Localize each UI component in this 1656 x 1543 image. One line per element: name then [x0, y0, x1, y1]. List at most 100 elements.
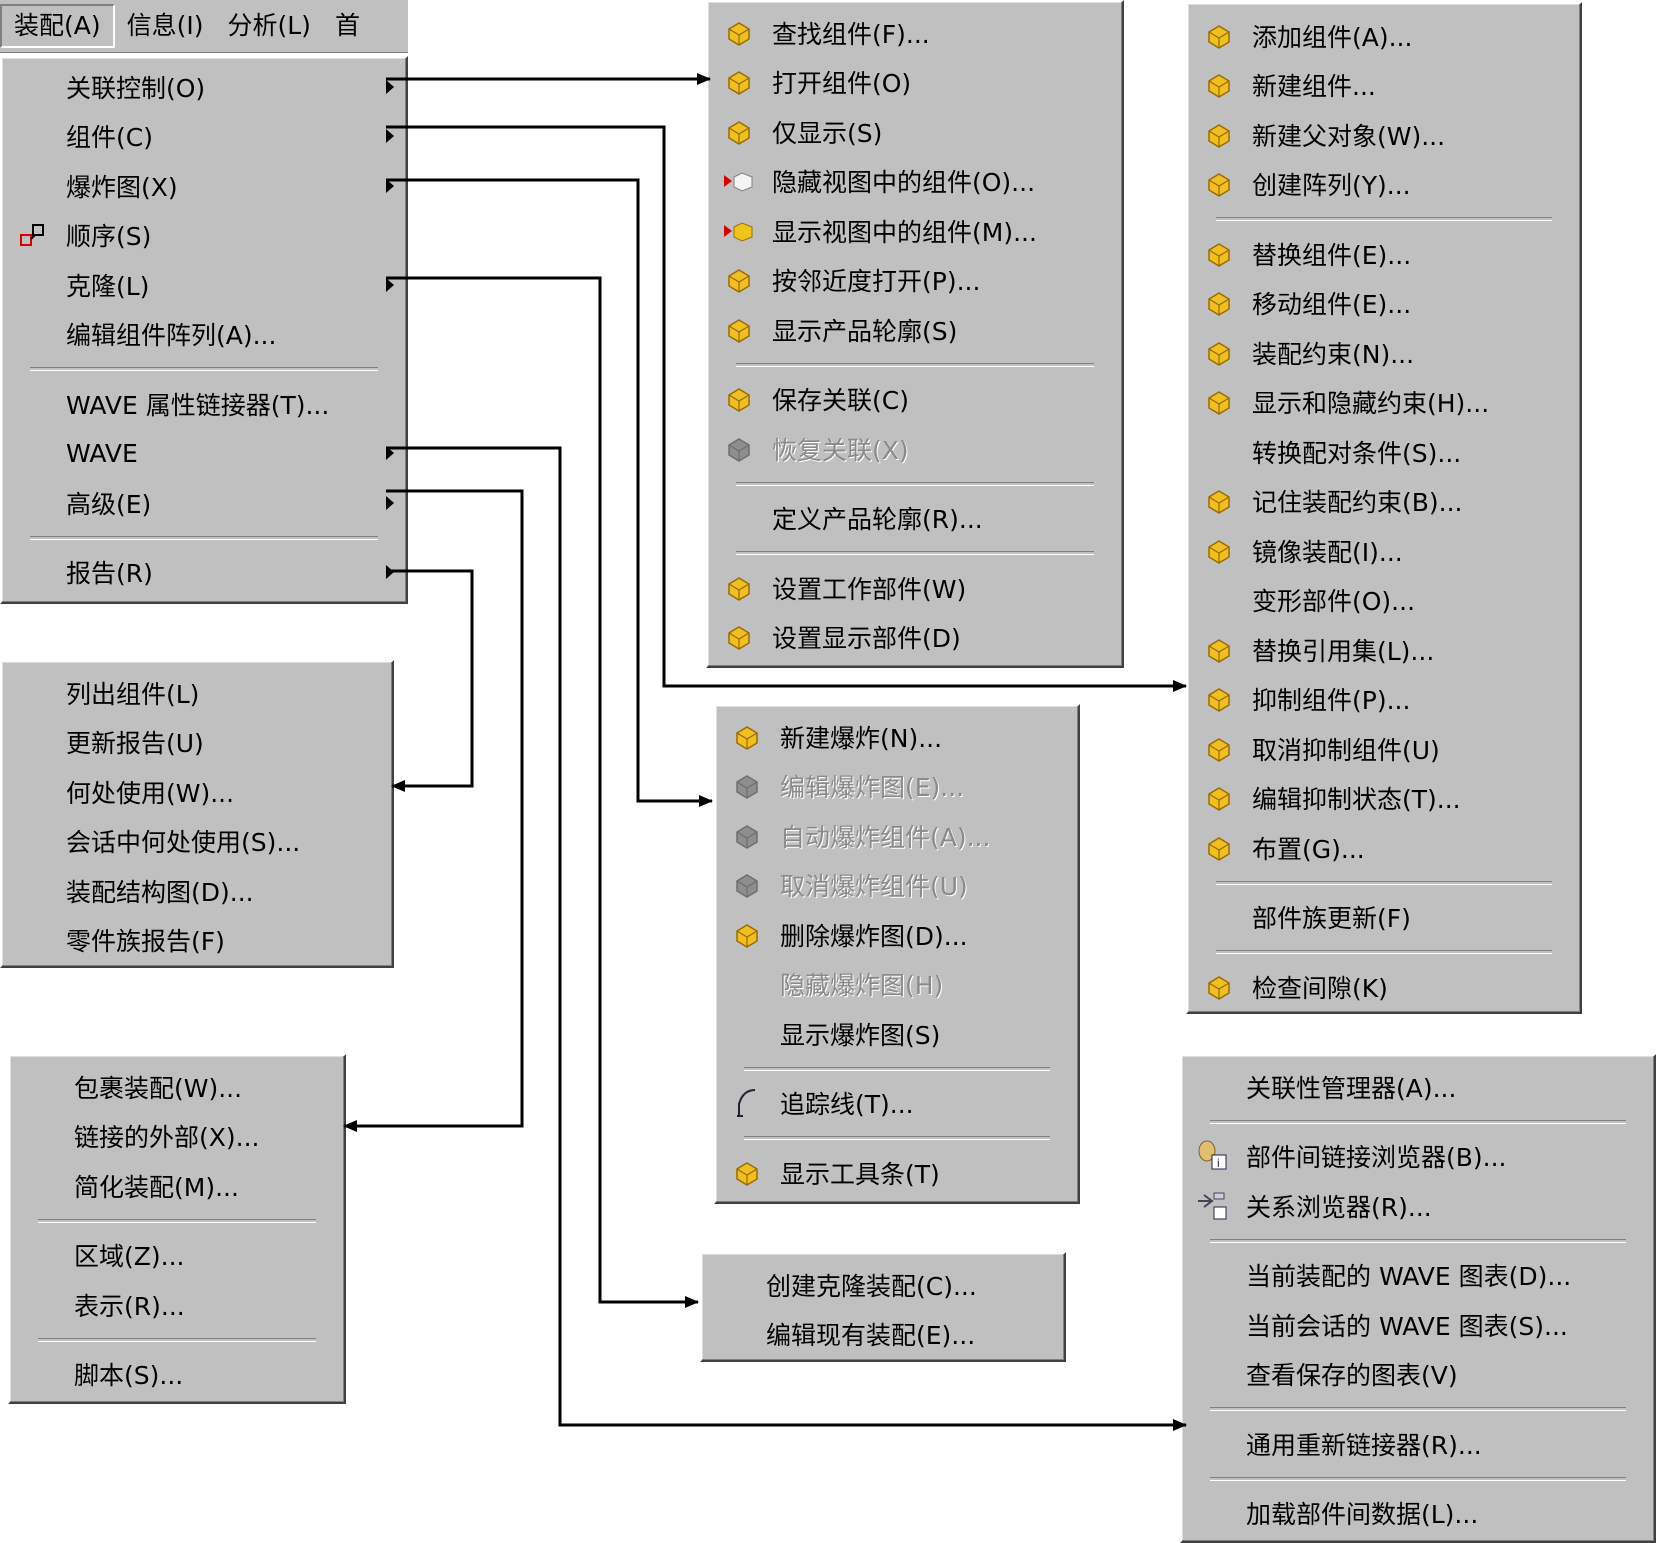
restore-context-icon: [722, 432, 756, 466]
main-menu-item[interactable]: WAVE: [2, 429, 406, 479]
menu-item-label: 会话中何处使用(S)...: [66, 828, 301, 858]
explosion-menu-item[interactable]: 显示工具条(T): [716, 1148, 1078, 1198]
advanced-menu-item[interactable]: 包裹装配(W)...: [10, 1062, 344, 1112]
components-menu-item[interactable]: 新建父对象(W)...: [1188, 110, 1580, 160]
context-menu-item[interactable]: 定义产品轮廓(R)...: [708, 494, 1122, 544]
context-menu-item: 恢复关联(X): [708, 424, 1122, 474]
components-menu-item[interactable]: 布置(G)...: [1188, 823, 1580, 873]
main-menu-item[interactable]: 顺序(S): [2, 211, 406, 261]
wave-menu-item[interactable]: 关系浏览器(R)...: [1182, 1181, 1654, 1231]
main-menu-item[interactable]: 爆炸图(X): [2, 161, 406, 211]
report-menu-item[interactable]: 会话中何处使用(S)...: [2, 817, 392, 867]
main-menu-item[interactable]: 克隆(L): [2, 260, 406, 310]
context-menu-item[interactable]: 仅显示(S): [708, 107, 1122, 157]
menu-item-label: 链接的外部(X)...: [74, 1123, 260, 1153]
arrow-report: [386, 569, 474, 792]
new-explosion-icon: [730, 720, 764, 754]
main-menu-item[interactable]: 高级(E): [2, 478, 406, 528]
menubar-item-analysis[interactable]: 分析(L): [227, 11, 311, 40]
main-menu-item[interactable]: 关联控制(O): [2, 62, 406, 112]
display-part-icon: [722, 620, 756, 654]
components-menu-item[interactable]: 编辑抑制状态(T)...: [1188, 774, 1580, 824]
components-menu-item[interactable]: 替换组件(E)...: [1188, 229, 1580, 279]
components-menu-item[interactable]: 记住装配约束(B)...: [1188, 477, 1580, 527]
advanced-menu-item[interactable]: 链接的外部(X)...: [10, 1112, 344, 1162]
menu-item-label: 脚本(S)...: [74, 1361, 184, 1391]
components-menu-item[interactable]: 移动组件(E)...: [1188, 279, 1580, 329]
advanced-menu-item[interactable]: 脚本(S)...: [10, 1350, 344, 1400]
components-menu-item[interactable]: 转换配对条件(S)...: [1188, 427, 1580, 477]
wave-menu-item[interactable]: 当前装配的 WAVE 图表(D)...: [1182, 1251, 1654, 1301]
advanced-menu-item[interactable]: 区域(Z)...: [10, 1231, 344, 1281]
menu-separator: [736, 362, 1094, 367]
report-menu-item[interactable]: 更新报告(U): [2, 718, 392, 768]
components-menu-item[interactable]: 装配约束(N)...: [1188, 328, 1580, 378]
clone-menu-item[interactable]: 创建克隆装配(C)...: [702, 1260, 1064, 1310]
components-menu-item[interactable]: 创建阵列(Y)...: [1188, 160, 1580, 210]
check-clearance-icon: [1202, 970, 1236, 1004]
explosion-menu-item[interactable]: 追踪线(T)...: [716, 1079, 1078, 1129]
menubar-item-preferences[interactable]: 首: [334, 11, 360, 40]
main-menu-item[interactable]: WAVE 属性链接器(T)...: [2, 379, 406, 429]
components-menu-item[interactable]: 变形部件(O)...: [1188, 576, 1580, 626]
components-menu-item[interactable]: 添加组件(A)...: [1188, 11, 1580, 61]
menu-item-label: 检查间隙(K): [1252, 973, 1388, 1003]
components-menu-item[interactable]: 替换引用集(L)...: [1188, 625, 1580, 675]
report-menu-item[interactable]: 何处使用(W)...: [2, 767, 392, 817]
main-menu-item[interactable]: 编辑组件阵列(A)...: [2, 310, 406, 360]
context-menu-item[interactable]: 查找组件(F)...: [708, 8, 1122, 58]
menu-item-label: 表示(R)...: [74, 1291, 185, 1321]
menu-item-label: 布置(G)...: [1252, 834, 1365, 864]
explosion-menu-item[interactable]: 删除爆炸图(D)...: [716, 910, 1078, 960]
menubar-item-information[interactable]: 信息(I): [126, 11, 204, 40]
menu-item-label: 包裹装配(W)...: [74, 1073, 243, 1103]
menu-item-label: 当前会话的 WAVE 图表(S)...: [1246, 1311, 1568, 1341]
wave-menu-item[interactable]: 当前会话的 WAVE 图表(S)...: [1182, 1300, 1654, 1350]
context-menu-item[interactable]: 按邻近度打开(P)...: [708, 256, 1122, 306]
context-menu-item[interactable]: 隐藏视图中的组件(O)...: [708, 157, 1122, 207]
create-array-icon: [1202, 167, 1236, 201]
tracelines-icon: [730, 1086, 764, 1120]
explosion-menu-item[interactable]: 新建爆炸(N)...: [716, 712, 1078, 762]
report-menu-item[interactable]: 零件族报告(F): [2, 916, 392, 966]
suppress-component-icon: [1202, 682, 1236, 716]
components-menu-item[interactable]: 取消抑制组件(U): [1188, 724, 1580, 774]
components-menu-item[interactable]: 显示和隐藏约束(H)...: [1188, 378, 1580, 428]
components-menu-item[interactable]: 检查间隙(K): [1188, 962, 1580, 1012]
advanced-menu-item[interactable]: 表示(R)...: [10, 1280, 344, 1330]
wave-menu-item[interactable]: 通用重新链接器(R)...: [1182, 1419, 1654, 1469]
clone-menu-item[interactable]: 编辑现有装配(E)...: [702, 1310, 1064, 1360]
arrow-clone: [386, 276, 699, 1308]
menubar-item-assembly[interactable]: 装配(A): [0, 4, 115, 48]
menu-separator: [1210, 1119, 1626, 1124]
menu-bar: 装配(A) 信息(I) 分析(L) 首: [0, 0, 408, 53]
advanced-menu-item[interactable]: 简化装配(M)...: [10, 1161, 344, 1211]
arrow-components: [386, 125, 1187, 692]
components-menu-item[interactable]: 镜像装配(I)...: [1188, 526, 1580, 576]
components-menu-item[interactable]: 抑制组件(P)...: [1188, 675, 1580, 725]
menu-item-label: 装配结构图(D)...: [66, 877, 254, 907]
menu-item-label: 加载部件间数据(L)...: [1246, 1500, 1479, 1530]
report-menu-item[interactable]: 列出组件(L): [2, 668, 392, 718]
context-menu-item[interactable]: 显示产品轮廓(S): [708, 305, 1122, 355]
context-menu-item[interactable]: 设置工作部件(W): [708, 563, 1122, 613]
menu-item-label: 变形部件(O)...: [1252, 587, 1416, 617]
components-menu-item[interactable]: 部件族更新(F): [1188, 893, 1580, 943]
menu-item-label: 恢复关联(X): [772, 435, 909, 465]
explosion-menu-item[interactable]: 显示爆炸图(S): [716, 1009, 1078, 1059]
menu-separator: [744, 1066, 1050, 1071]
context-menu-item[interactable]: 打开组件(O): [708, 58, 1122, 108]
report-menu-item[interactable]: 装配结构图(D)...: [2, 866, 392, 916]
components-menu-item[interactable]: 新建组件...: [1188, 61, 1580, 111]
context-menu-item[interactable]: 显示视图中的组件(M)...: [708, 206, 1122, 256]
context-menu-item[interactable]: 保存关联(C): [708, 375, 1122, 425]
wave-menu-item[interactable]: 关联性管理器(A)...: [1182, 1062, 1654, 1112]
menu-item-label: 显示产品轮廓(S): [772, 316, 958, 346]
main-menu-item[interactable]: 组件(C): [2, 112, 406, 162]
submenu-arrow-icon: [386, 178, 394, 193]
context-menu-item[interactable]: 设置显示部件(D): [708, 613, 1122, 663]
wave-menu-item[interactable]: 查看保存的图表(V): [1182, 1350, 1654, 1400]
wave-menu-item[interactable]: 加载部件间数据(L)...: [1182, 1489, 1654, 1539]
show-in-view-icon: [722, 214, 756, 248]
